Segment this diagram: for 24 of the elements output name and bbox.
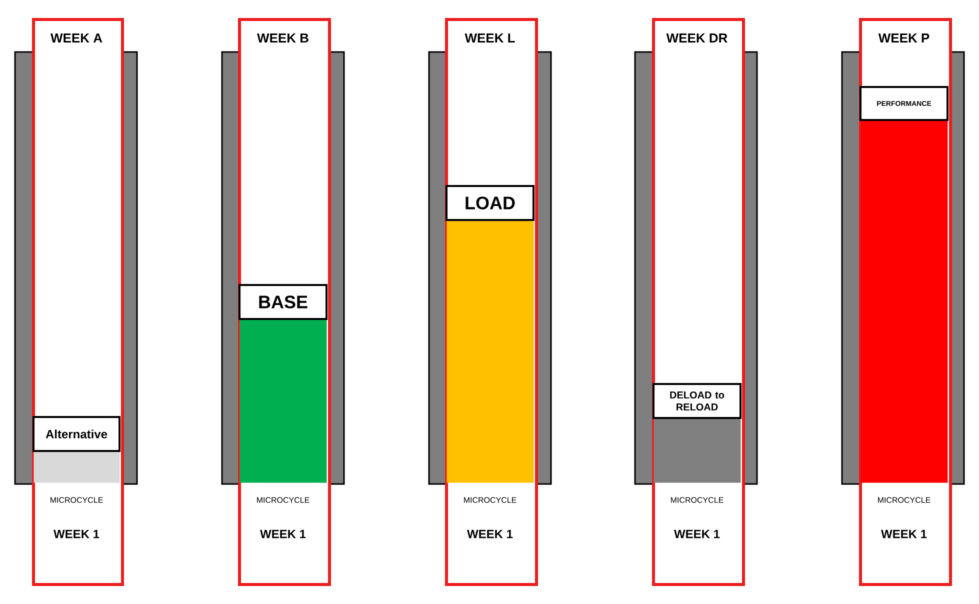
level-label-box: Alternative (32, 416, 120, 452)
level-label-box: LOAD (446, 185, 534, 221)
level-label-box: BASE (238, 284, 328, 320)
microcycle-label: MICROCYCLE (257, 497, 310, 503)
week-heading: WEEK L (464, 34, 515, 42)
microcycle-label: MICROCYCLE (50, 497, 103, 503)
week-heading: WEEK A (50, 34, 102, 42)
level-bar (34, 450, 120, 483)
week-label: WEEK 1 (260, 530, 306, 538)
microcycle-label: MICROCYCLE (464, 497, 516, 503)
microcycle-label: MICROCYCLE (878, 497, 930, 503)
week-heading: WEEK B (257, 34, 308, 42)
level-bar (446, 219, 534, 483)
week-label: WEEK 1 (467, 530, 513, 538)
week-label: WEEK 1 (674, 530, 720, 538)
level-bar (240, 318, 327, 483)
level-bar (654, 417, 741, 483)
microcycle-label: MICROCYCLE (671, 497, 724, 503)
week-heading: WEEK DR (666, 34, 728, 42)
week-label: WEEK 1 (881, 530, 927, 538)
level-label-box: DELOAD to RELOAD (652, 383, 742, 419)
week-label: WEEK 1 (54, 530, 100, 538)
week-heading: WEEK P (878, 34, 930, 42)
level-bar (860, 119, 948, 483)
